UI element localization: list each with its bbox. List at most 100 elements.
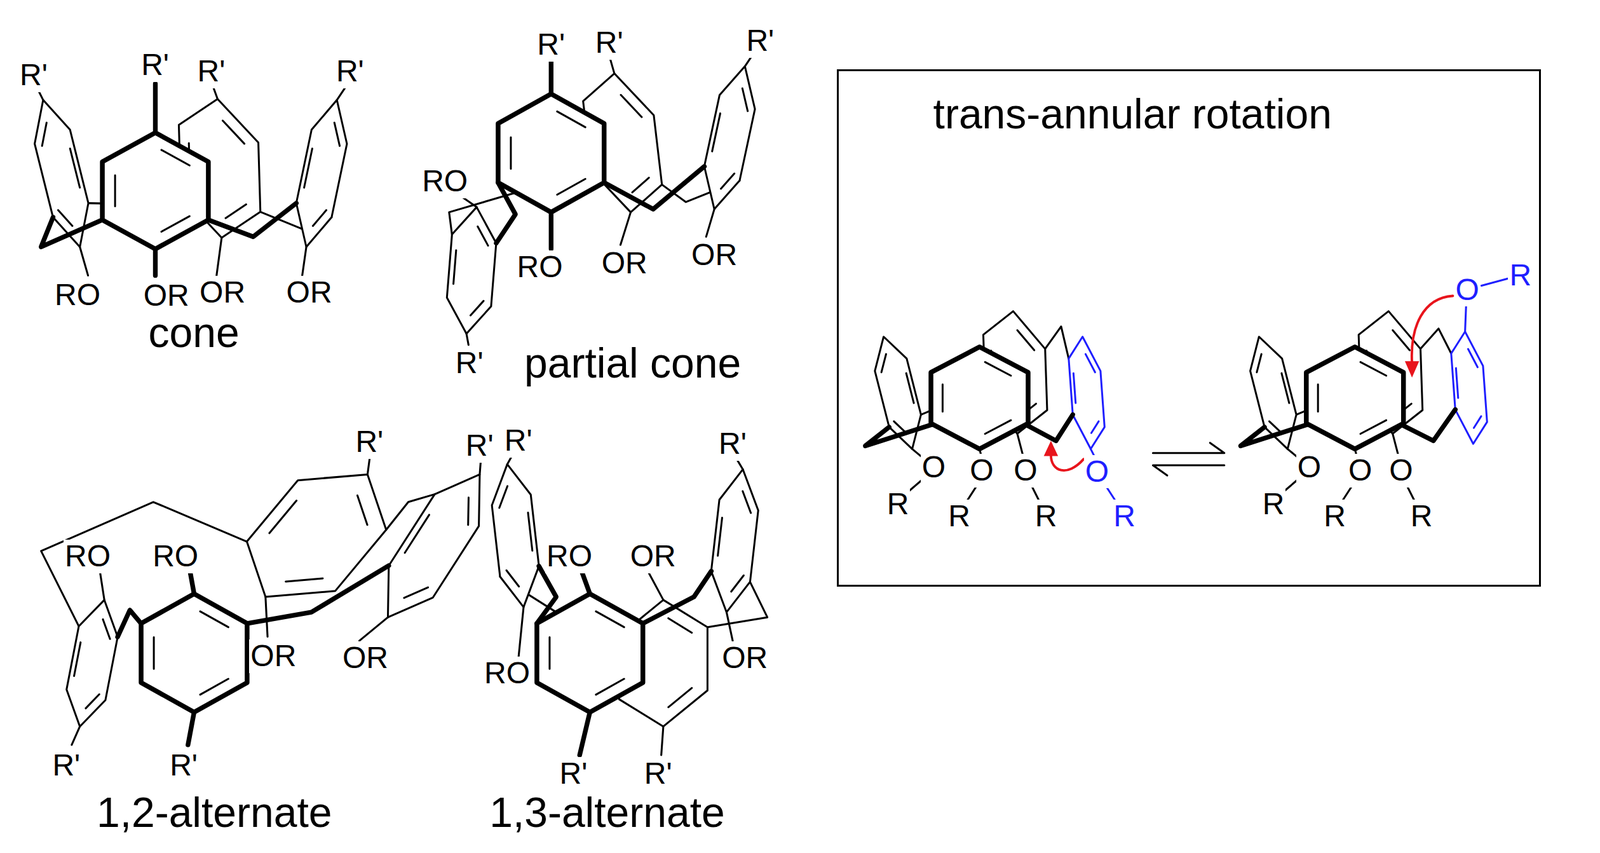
atom-label-holder: OR: [341, 641, 390, 675]
cone-structure-part: [25, 92, 98, 254]
atom-label: R: [1033, 499, 1059, 534]
atom-label: R': [744, 24, 776, 58]
atom-label-holder: R': [503, 423, 534, 458]
atom-label: OR: [600, 246, 649, 281]
atom-label: O: [1347, 453, 1374, 488]
partial-cone-structure-part: [456, 54, 753, 345]
alternate-13-structure-part: [579, 571, 590, 755]
atom-label-holder: RO: [151, 539, 200, 574]
atom-label: R': [139, 48, 171, 82]
atom-label: R: [1111, 499, 1137, 534]
alternate-12-structure-part: [60, 594, 124, 733]
atom-label-holder: OR: [285, 275, 334, 310]
atom-label-holder: R': [18, 58, 49, 93]
rotation-end-structure-part: [1449, 325, 1490, 450]
alternate-13-structure-part: [536, 593, 644, 712]
cone-structure-part: [208, 203, 297, 238]
rotation-start-structure-part: [930, 346, 1029, 450]
partial-cone-structure-part: [696, 59, 763, 217]
atom-label-holder: R: [1033, 499, 1059, 534]
atom-label-holder: OR: [629, 539, 678, 574]
atom-label: O: [968, 453, 995, 488]
conformer-name-holder: cone: [147, 309, 241, 356]
atom-label-holder: O: [1296, 450, 1323, 485]
atom-label: R': [196, 54, 227, 89]
atom-label-holder: O: [920, 450, 947, 485]
atom-label: O: [1296, 450, 1323, 485]
conformer-name: 1,3-alternate: [488, 789, 727, 836]
rotation-start-structure-part: [1023, 414, 1073, 441]
cone-structure: [25, 83, 355, 276]
alternate-12-structure-part: [247, 565, 389, 624]
atom-label: O: [1084, 454, 1111, 489]
partial-cone-structure-part: [549, 61, 554, 249]
atom-label: R: [1261, 487, 1287, 522]
rotation-start-structure-part: [865, 423, 936, 446]
conformer-name: partial cone: [522, 339, 743, 387]
atom-label: R': [50, 748, 82, 783]
atom-label: OR: [629, 539, 678, 574]
alternate-13-structure-part: [488, 458, 544, 612]
partial-cone-structure: [444, 54, 763, 345]
partial-cone-structure-part: [444, 202, 499, 339]
atom-label: O: [1454, 273, 1481, 307]
equilibrium-arrow: [1152, 442, 1224, 476]
atom-label-holder: OR: [249, 639, 298, 673]
alternate-13-structure-part: [507, 454, 743, 755]
atom-label-holder: RO: [515, 250, 565, 285]
atom-label: O: [1012, 453, 1039, 488]
atom-label-holder: RO: [53, 278, 102, 312]
alternate-12-structure-part: [188, 571, 195, 745]
atom-label: RO: [63, 539, 112, 574]
rotation-start-structure-part: [1066, 330, 1107, 455]
alternate-12-structure-part: [117, 610, 142, 637]
atom-label: OR: [249, 639, 298, 673]
atom-label-holder: R': [196, 54, 227, 89]
alternate-12-structure-part: [141, 593, 248, 712]
atom-label: OR: [720, 641, 769, 675]
cone-structure-part: [41, 217, 103, 248]
atom-label: OR: [690, 238, 739, 272]
atom-label: R': [18, 58, 49, 93]
atom-label-holder: R': [744, 24, 776, 58]
atom-label-holder: R': [353, 425, 385, 459]
alternate-12-structure: [41, 449, 502, 745]
atom-label: R': [717, 427, 748, 461]
cone-structure-part: [36, 87, 346, 276]
atom-label-holder: O: [1454, 273, 1481, 307]
atom-label-holder: OR: [142, 278, 191, 313]
atom-label-holder: R': [334, 54, 366, 89]
atom-label: OR: [285, 275, 334, 310]
atom-label-holder: R': [535, 27, 567, 62]
atom-label: RO: [482, 656, 532, 691]
atom-label-holder: R': [50, 748, 82, 783]
atom-label: R': [464, 428, 495, 463]
atom-label-holder: R: [946, 499, 972, 534]
cone-structure-part: [288, 92, 355, 254]
atom-label-holder: R: [885, 487, 911, 522]
atom-label: R': [168, 748, 199, 783]
atom-label-holder: OR: [198, 275, 247, 310]
atom-label: RO: [420, 164, 469, 199]
atom-label: R: [1409, 499, 1435, 534]
atom-label: RO: [545, 539, 594, 574]
atom-label-holder: RO: [545, 539, 594, 574]
alternate-12-structure-part: [366, 458, 502, 633]
atom-label: R': [535, 27, 567, 62]
alternate-12-structure-part: [71, 458, 482, 745]
atom-label-holder: O: [1084, 454, 1111, 489]
rotation-end-structure-part: [1411, 296, 1454, 364]
partial-cone-structure-part: [498, 94, 605, 213]
rotation-end-structure: [1240, 278, 1508, 502]
atom-label-holder: R': [558, 756, 590, 791]
rotation-end-structure-part: [1404, 360, 1419, 378]
atom-label: R': [594, 26, 625, 60]
atom-label: RO: [151, 539, 200, 574]
atom-label: R': [334, 54, 366, 89]
atom-label-holder: R: [1111, 499, 1137, 534]
atom-label-holder: R': [454, 346, 485, 380]
atom-label: OR: [142, 278, 191, 313]
atom-label-holder: R: [1261, 487, 1287, 522]
rotation-end-structure-part: [1420, 328, 1451, 354]
atom-label: O: [920, 450, 947, 485]
